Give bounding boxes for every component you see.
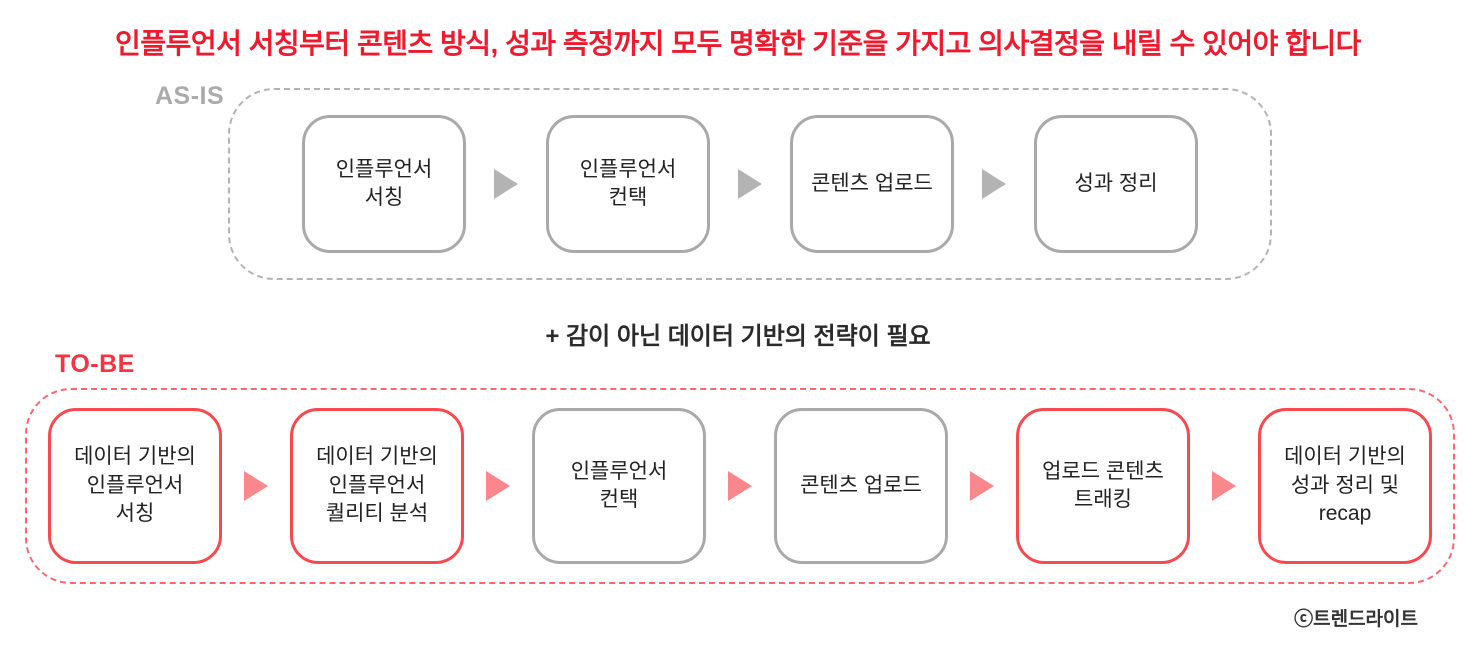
as-is-label: AS-IS [155, 82, 225, 110]
as-is-flow: 인플루언서 서칭 인플루언서 컨택 콘텐츠 업로드 성과 정리 [228, 88, 1272, 280]
arrow-right-icon [982, 169, 1006, 199]
flow-step: 데이터 기반의 인플루언서 퀄리티 분석 [290, 408, 464, 564]
flow-step: 데이터 기반의 성과 정리 및 recap [1258, 408, 1432, 564]
arrow-right-icon [970, 471, 994, 501]
flow-step: 데이터 기반의 인플루언서 서칭 [48, 408, 222, 564]
arrow-right-icon [486, 471, 510, 501]
to-be-flow: 데이터 기반의 인플루언서 서칭 데이터 기반의 인플루언서 퀄리티 분석 인플루언… [25, 388, 1455, 584]
arrow-right-icon [494, 169, 518, 199]
page-title: 인플루언서 서칭부터 콘텐츠 방식, 성과 측정까지 모두 명확한 기준을 가지… [115, 28, 1361, 59]
arrow-right-icon [738, 169, 762, 199]
copyright-credit: ⓒ트렌드라이트 [1294, 609, 1418, 630]
flow-step: 인플루언서 컨택 [532, 408, 706, 564]
middle-note: + 감이 아닌 데이터 기반의 전략이 필요 [545, 323, 931, 350]
flow-step: 인플루언서 컨택 [546, 115, 710, 253]
arrow-right-icon [244, 471, 268, 501]
flow-step: 업로드 콘텐츠 트래킹 [1016, 408, 1190, 564]
to-be-label: TO-BE [55, 350, 135, 378]
flow-step: 콘텐츠 업로드 [774, 408, 948, 564]
arrow-right-icon [1212, 471, 1236, 501]
flow-step: 콘텐츠 업로드 [790, 115, 954, 253]
arrow-right-icon [728, 471, 752, 501]
flow-step: 인플루언서 서칭 [302, 115, 466, 253]
flow-step: 성과 정리 [1034, 115, 1198, 253]
